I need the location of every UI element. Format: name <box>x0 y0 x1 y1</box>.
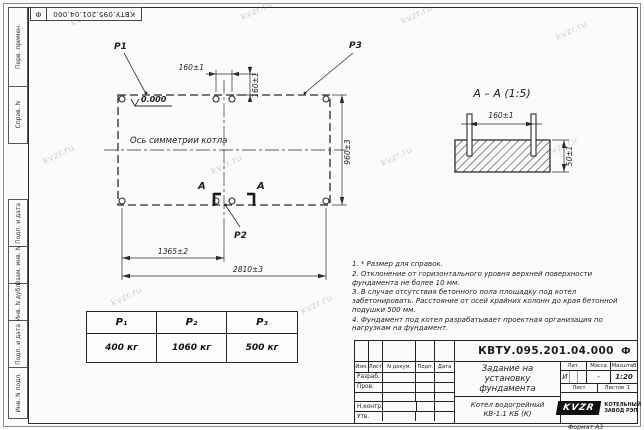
revision-row <box>355 341 454 362</box>
lit-mass-scale-values: И - 1:20 <box>561 371 637 384</box>
section-letter-left: А <box>197 181 206 192</box>
anchor-bolt-section-left <box>466 113 473 157</box>
sheet-outer-border <box>3 3 641 427</box>
dim-bolt-spacing-y: 160±1 <box>251 72 260 97</box>
leader-lines <box>123 52 354 228</box>
dim-half-length: 1365±2 <box>158 247 188 256</box>
drawing-title: Задание на установку фундамента <box>455 362 561 397</box>
mass-value: - <box>587 371 611 383</box>
anchor-bolts <box>118 95 330 205</box>
col-izm: Изм. <box>355 362 369 372</box>
role-prov: Пров. <box>355 382 383 392</box>
load-table-value-p3: 500 кг <box>245 343 279 353</box>
role-blank <box>355 392 383 402</box>
doc-letter: Ф <box>621 345 631 357</box>
foundation-plan <box>104 52 354 280</box>
lit-value: И <box>561 371 570 383</box>
load-point-p1-label: P1 <box>114 42 127 52</box>
dim-bolt-spacing-x: 160±1 <box>179 63 204 72</box>
format-label: Формат А3 <box>568 424 604 430</box>
margin-cell: Инв. N дубл. <box>8 282 28 322</box>
level-mark <box>130 98 172 107</box>
mass-label: Масса <box>587 362 611 370</box>
sheets-value: 1 <box>627 385 631 391</box>
sheet-label: Лист <box>561 384 598 392</box>
title-block-right: КВТУ.095.201.04.000 Ф Задание на установ… <box>455 341 641 423</box>
margin-cell: Инв. N подл. <box>8 367 28 419</box>
section-view: А – А (1:5) 16 <box>454 87 574 173</box>
role-nkontr: Н.контр. <box>357 402 383 412</box>
load-table: P₁ P₂ P₃ 400 кг 1060 кг 500 кг <box>86 311 298 363</box>
sheets-label: Листов <box>604 385 625 391</box>
lit-cells: И <box>561 371 587 383</box>
margin-cell: Справ. N <box>8 86 28 144</box>
section-dimension-lines <box>461 123 569 173</box>
dim-depth: 960±3 <box>343 139 352 165</box>
section-letter-right: А <box>256 181 265 192</box>
note-4: 4. Фундамент под котел разрабатывает про… <box>352 315 603 333</box>
company-cell: KVZR КОТЕЛЬНЫЙ ЗАВОД РЭП <box>555 393 641 423</box>
dim-full-length: 2810±3 <box>233 265 263 274</box>
drawing-frame <box>28 7 638 424</box>
title-block-lower: Задание на установку фундамента Котел во… <box>455 362 641 423</box>
margin-cell: Взам. инв. N <box>8 246 28 285</box>
anchor-bolt-section-right <box>530 113 537 157</box>
doc-number: КВТУ.095.201.04.000 <box>478 345 614 357</box>
load-point-p2-label: P2 <box>234 231 247 241</box>
section-cut-marks <box>212 192 256 206</box>
scale-label: Масштаб <box>611 363 637 369</box>
title-block: Изм. Лист N докум. Подп. Дата Разраб. Пр… <box>354 340 641 424</box>
col-podp: Подп. <box>416 362 436 372</box>
load-table-value-p1: 400 кг <box>87 334 157 362</box>
col-data: Дата <box>437 364 452 370</box>
scale-value: 1:20 <box>615 373 633 381</box>
load-table-header-p3: P₃ <box>227 312 297 334</box>
level-value: 0.000 <box>141 95 167 104</box>
doc-number-cell: КВТУ.095.201.04.000 Ф <box>455 341 637 362</box>
technical-notes: 1. * Размер для справок. 2. Отклонение о… <box>352 260 628 334</box>
load-table-value-p2: 1060 кг <box>157 334 227 362</box>
load-table-header-p2: P₂ <box>157 312 227 334</box>
foundation-cross-section <box>454 139 551 173</box>
symmetry-axis-label: Ось симметрии котла <box>130 136 227 146</box>
dimension-arrows <box>122 67 345 279</box>
note-1: 1. * Размер для справок. <box>352 260 443 268</box>
company-logo: KVZR <box>555 401 602 415</box>
left-margin-strip: Перв. примен. Справ. N Подп. и дата Взам… <box>8 7 28 424</box>
revision-header-row: Изм. Лист N докум. Подп. Дата <box>355 362 454 373</box>
concrete-hatching <box>454 139 551 173</box>
role-razrab: Разраб. <box>355 373 383 382</box>
lit-label: Лит. <box>561 362 587 370</box>
note-3: 3. В случае отсутствия бетонного пола пл… <box>352 288 618 314</box>
sheet-row: Лист Листов 1 <box>561 384 637 393</box>
role-utv: Утв. <box>355 412 383 421</box>
col-docnum: N докум. <box>383 362 417 372</box>
section-dimension-arrows <box>469 121 567 172</box>
note-2: 2. Отклонение от горизонтального уровня … <box>352 269 593 287</box>
col-list: Лист <box>368 362 383 372</box>
company-name: КОТЕЛЬНЫЙ ЗАВОД РЭП <box>604 401 642 414</box>
load-table-header-p1: P₁ <box>87 312 157 334</box>
section-dim-width: 160±1 <box>488 111 513 120</box>
lit-mass-scale-header: Лит. Масса Масштаб <box>561 362 637 371</box>
section-dim-height: 50±1 <box>565 146 574 167</box>
roles-rows: Разраб. Пров. Н.контр. Утв. <box>355 373 454 421</box>
product-name: Котел водогрейный КВ-1.1 КБ (К) <box>455 397 561 423</box>
load-point-p3-label: P3 <box>349 41 362 51</box>
section-view-title: А – А (1:5) <box>472 87 530 100</box>
title-block-left: Изм. Лист N докум. Подп. Дата Разраб. Пр… <box>355 341 455 423</box>
